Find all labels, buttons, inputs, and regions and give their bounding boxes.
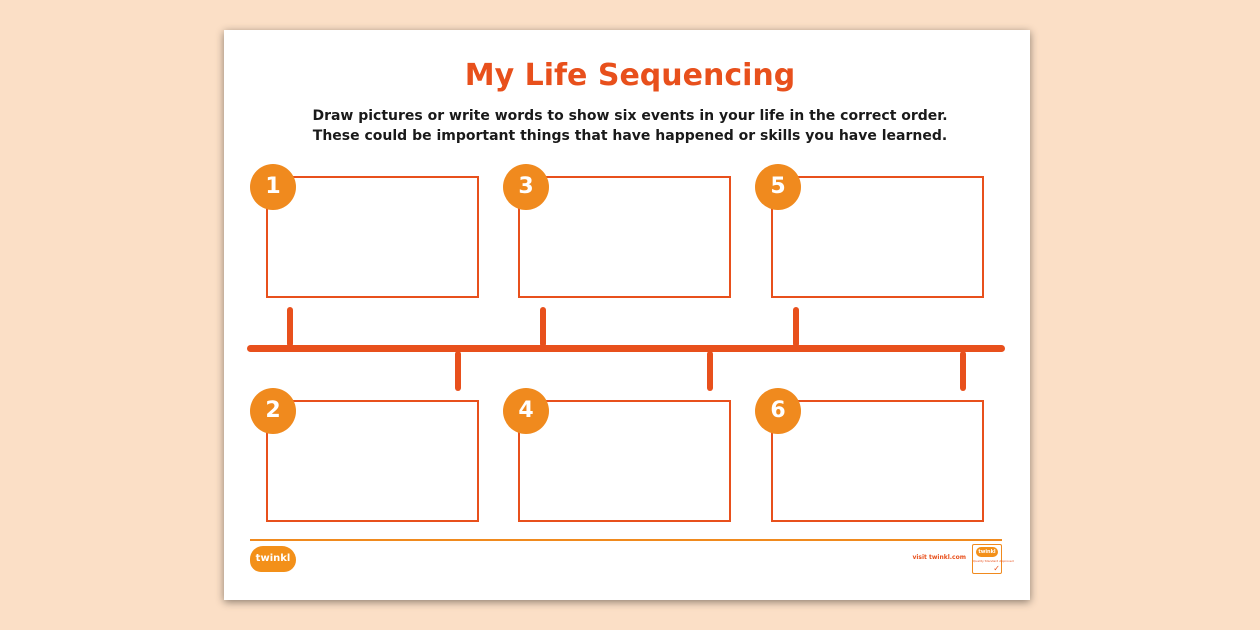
event-box-1[interactable] [266,176,479,298]
event-box-3[interactable] [518,176,731,298]
timeline-tick-4 [707,351,713,391]
timeline-tick-1 [287,307,293,347]
event-number-6: 6 [755,388,801,434]
timeline-tick-2 [455,351,461,391]
event-number-2: 2 [250,388,296,434]
event-number-1: 1 [250,164,296,210]
timeline-tick-5 [793,307,799,347]
badge-text: Quality Standard Approved [973,559,1014,563]
timeline-tick-6 [960,351,966,391]
check-icon: ✓ [993,564,1000,573]
event-box-5[interactable] [771,176,984,298]
instruction-line-2: These could be important things that hav… [312,128,948,144]
event-number-3: 3 [503,164,549,210]
event-number-5: 5 [755,164,801,210]
instructions: Draw pictures or write words to show six… [0,106,1260,146]
timeline-line [247,345,1005,352]
instruction-line-1: Draw pictures or write words to show six… [312,108,948,124]
twinkl-logo: twinkl [250,546,296,572]
event-box-4[interactable] [518,400,731,522]
quality-badge: twinkl Quality Standard Approved ✓ [972,544,1014,574]
event-box-6[interactable] [771,400,984,522]
event-number-4: 4 [503,388,549,434]
event-box-2[interactable] [266,400,479,522]
worksheet-title: My Life Sequencing [464,58,796,93]
timeline-tick-3 [540,307,546,347]
visit-link[interactable]: visit twinkl.com [912,554,966,561]
footer-divider [250,539,1002,541]
badge-logo: twinkl [976,547,998,557]
